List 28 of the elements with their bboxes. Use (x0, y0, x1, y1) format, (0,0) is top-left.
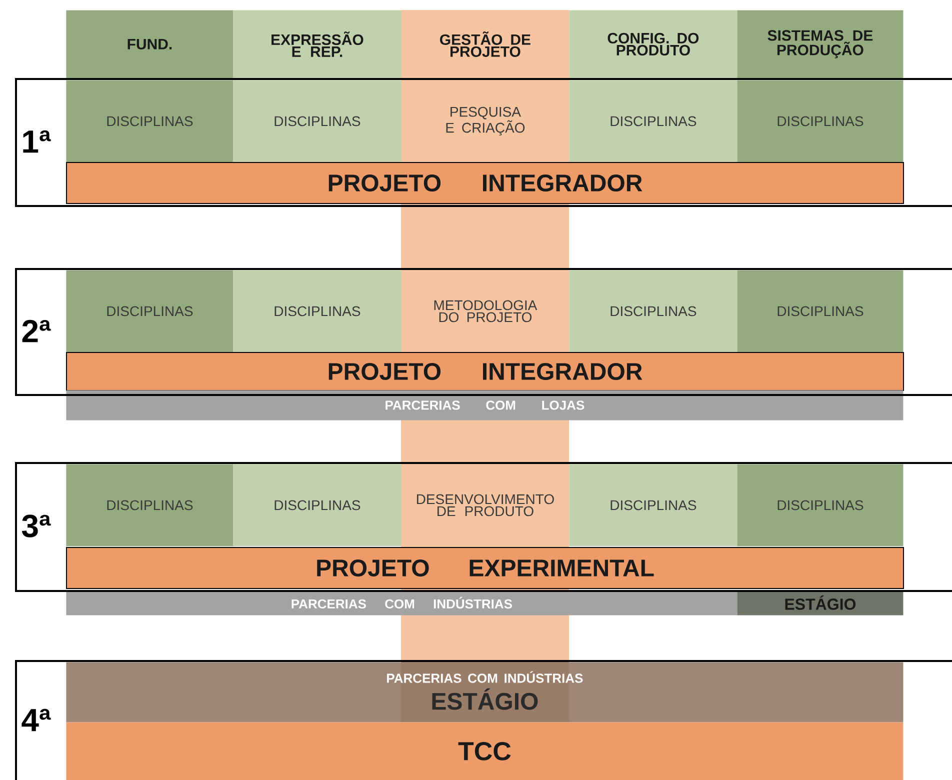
header: GESTÃO DE PROJETO (401, 10, 570, 78)
cell: DISCIPLINAS (737, 80, 904, 162)
cell: DESENVOLVIMENTO DE PRODUTO (401, 464, 570, 546)
tcc-band: TCC (66, 722, 904, 780)
header: EXPRESSÃO E REP. (233, 10, 402, 78)
internship-band: PARCERIAS COM INDÚSTRIAS ESTÁGIO (66, 662, 904, 722)
cell: DISCIPLINAS (569, 80, 738, 162)
cell: DISCIPLINAS (569, 464, 738, 546)
project-band: PROJETO EXPERIMENTAL (66, 547, 904, 589)
cell: DISCIPLINAS (737, 464, 904, 546)
project-band: PROJETO INTEGRADOR (66, 162, 904, 204)
cell: DISCIPLINAS (233, 270, 402, 352)
cell: DISCIPLINAS (233, 464, 402, 546)
cell: DISCIPLINAS (66, 464, 234, 546)
cell: DISCIPLINAS (569, 270, 738, 352)
cell: DISCIPLINAS (66, 270, 234, 352)
cell: DISCIPLINAS (233, 80, 402, 162)
header: FUND. (66, 10, 234, 78)
internship-band: ESTÁGIO (737, 590, 904, 616)
cell: PESQUISA E CRIAÇÃO (401, 80, 570, 162)
cell: METODOLOGIA DO PROJETO (401, 270, 570, 352)
cell: DISCIPLINAS (66, 80, 234, 162)
cell: DISCIPLINAS (737, 270, 904, 352)
header: SISTEMAS DE PRODUÇÃO (737, 10, 904, 78)
project-band: PROJETO INTEGRADOR (66, 352, 904, 391)
partnership-band: PARCERIAS COM LOJAS (66, 390, 904, 420)
partnership-band: PARCERIAS COM INDÚSTRIAS (66, 590, 738, 616)
header: CONFIG. DO PRODUTO (569, 10, 738, 78)
